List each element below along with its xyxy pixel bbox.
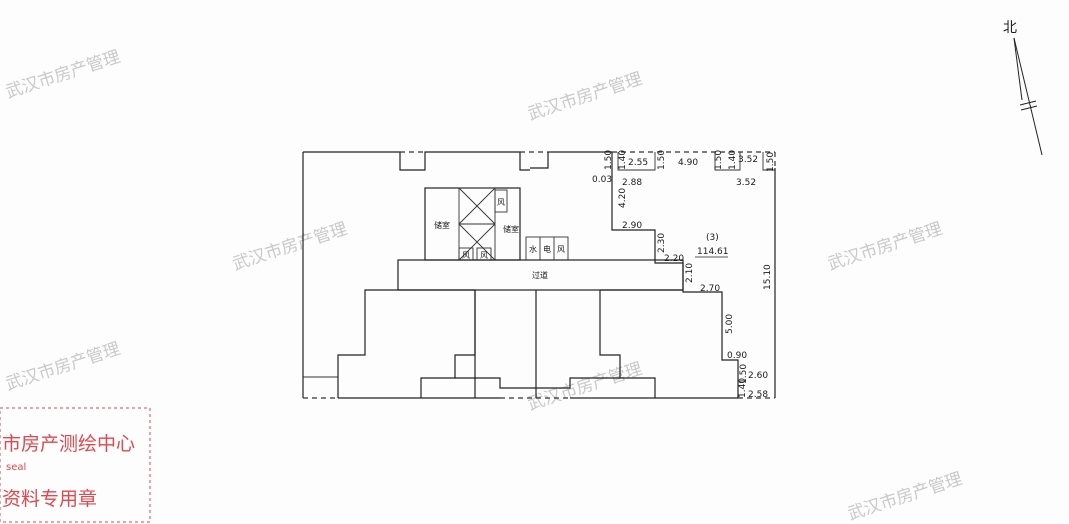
electric-label: 电 bbox=[543, 244, 551, 254]
dimension: 1.50 bbox=[714, 150, 724, 170]
dimension: 2.70 bbox=[700, 284, 720, 294]
lower-units bbox=[337, 289, 683, 398]
dimension: 5.00 bbox=[725, 314, 735, 334]
watermark: 武汉市房产管理 bbox=[230, 219, 349, 275]
storage-left-label: 储室 bbox=[434, 220, 450, 230]
dimension: 1.50 bbox=[766, 152, 776, 172]
wind-shaft-label: 风 bbox=[557, 245, 565, 254]
corridor bbox=[397, 259, 684, 291]
dimension: 1.40 bbox=[728, 150, 738, 170]
corridor-label: 过道 bbox=[532, 270, 548, 280]
dimension: 1.40 bbox=[738, 378, 748, 398]
dimension: 15.10 bbox=[763, 264, 773, 290]
dimension: 1.40 bbox=[618, 150, 628, 170]
dimension: 2.30 bbox=[657, 233, 667, 253]
seal-line-1: 市房产测绘中心 bbox=[2, 433, 135, 455]
unit-label: (3) 114.61 bbox=[695, 233, 729, 258]
watermark: 武汉市房产管理 bbox=[525, 69, 644, 125]
dimension: 0.03 bbox=[592, 175, 612, 185]
official-seal: seal 市房产测绘中心 资料专用章 bbox=[0, 407, 151, 523]
svg-text:seal: seal bbox=[6, 462, 26, 473]
wind-shaft-label: 风 bbox=[462, 251, 470, 260]
water-label: 水 bbox=[529, 244, 537, 254]
watermark-layer: 武汉市房产管理 武汉市房产管理 武汉市房产管理 武汉市房产管理 武汉市房产管理 … bbox=[3, 47, 964, 524]
dimension: 4.90 bbox=[678, 158, 698, 168]
dimension-labels: 1.50 1.40 2.55 1.50 4.90 1.50 1.40 3.52 … bbox=[592, 150, 776, 400]
building-outline bbox=[302, 151, 776, 399]
north-label: 北 bbox=[1003, 20, 1017, 36]
watermark: 武汉市房产管理 bbox=[845, 469, 964, 524]
unit-number: (3) bbox=[706, 233, 719, 243]
unit-area: 114.61 bbox=[697, 247, 729, 257]
dimension: 2.55 bbox=[628, 158, 648, 168]
watermark: 武汉市房产管理 bbox=[825, 219, 944, 275]
watermark: 武汉市房产管理 bbox=[3, 47, 122, 103]
dimension: 2.60 bbox=[748, 371, 768, 381]
dimension: 2.58 bbox=[748, 390, 768, 400]
dimension: 3.52 bbox=[736, 178, 756, 188]
wind-shaft-label: 风 bbox=[497, 198, 505, 207]
dimension: 3.52 bbox=[738, 155, 758, 165]
dimension: 4.20 bbox=[618, 188, 628, 208]
storage-right-label: 储室 bbox=[503, 224, 519, 234]
room-labels: 储室 储室 过道 风 风 风 水 电 风 bbox=[434, 198, 565, 280]
seal-line-2: 资料专用章 bbox=[2, 488, 97, 510]
watermark: 武汉市房产管理 bbox=[3, 339, 122, 395]
dimension: 1.50 bbox=[657, 150, 667, 170]
dimension: 2.10 bbox=[685, 263, 695, 283]
dimension: 0.90 bbox=[727, 351, 747, 361]
watermark: 武汉市房产管理 bbox=[525, 359, 644, 415]
dimension: 1.50 bbox=[739, 364, 749, 384]
dimension: 2.20 bbox=[664, 254, 684, 264]
wind-shaft-label: 风 bbox=[480, 251, 488, 260]
dimension: 2.88 bbox=[622, 178, 642, 188]
north-arrow: 北 bbox=[1003, 20, 1043, 156]
dimension: 2.90 bbox=[622, 221, 642, 231]
dimension: 1.50 bbox=[604, 150, 614, 170]
